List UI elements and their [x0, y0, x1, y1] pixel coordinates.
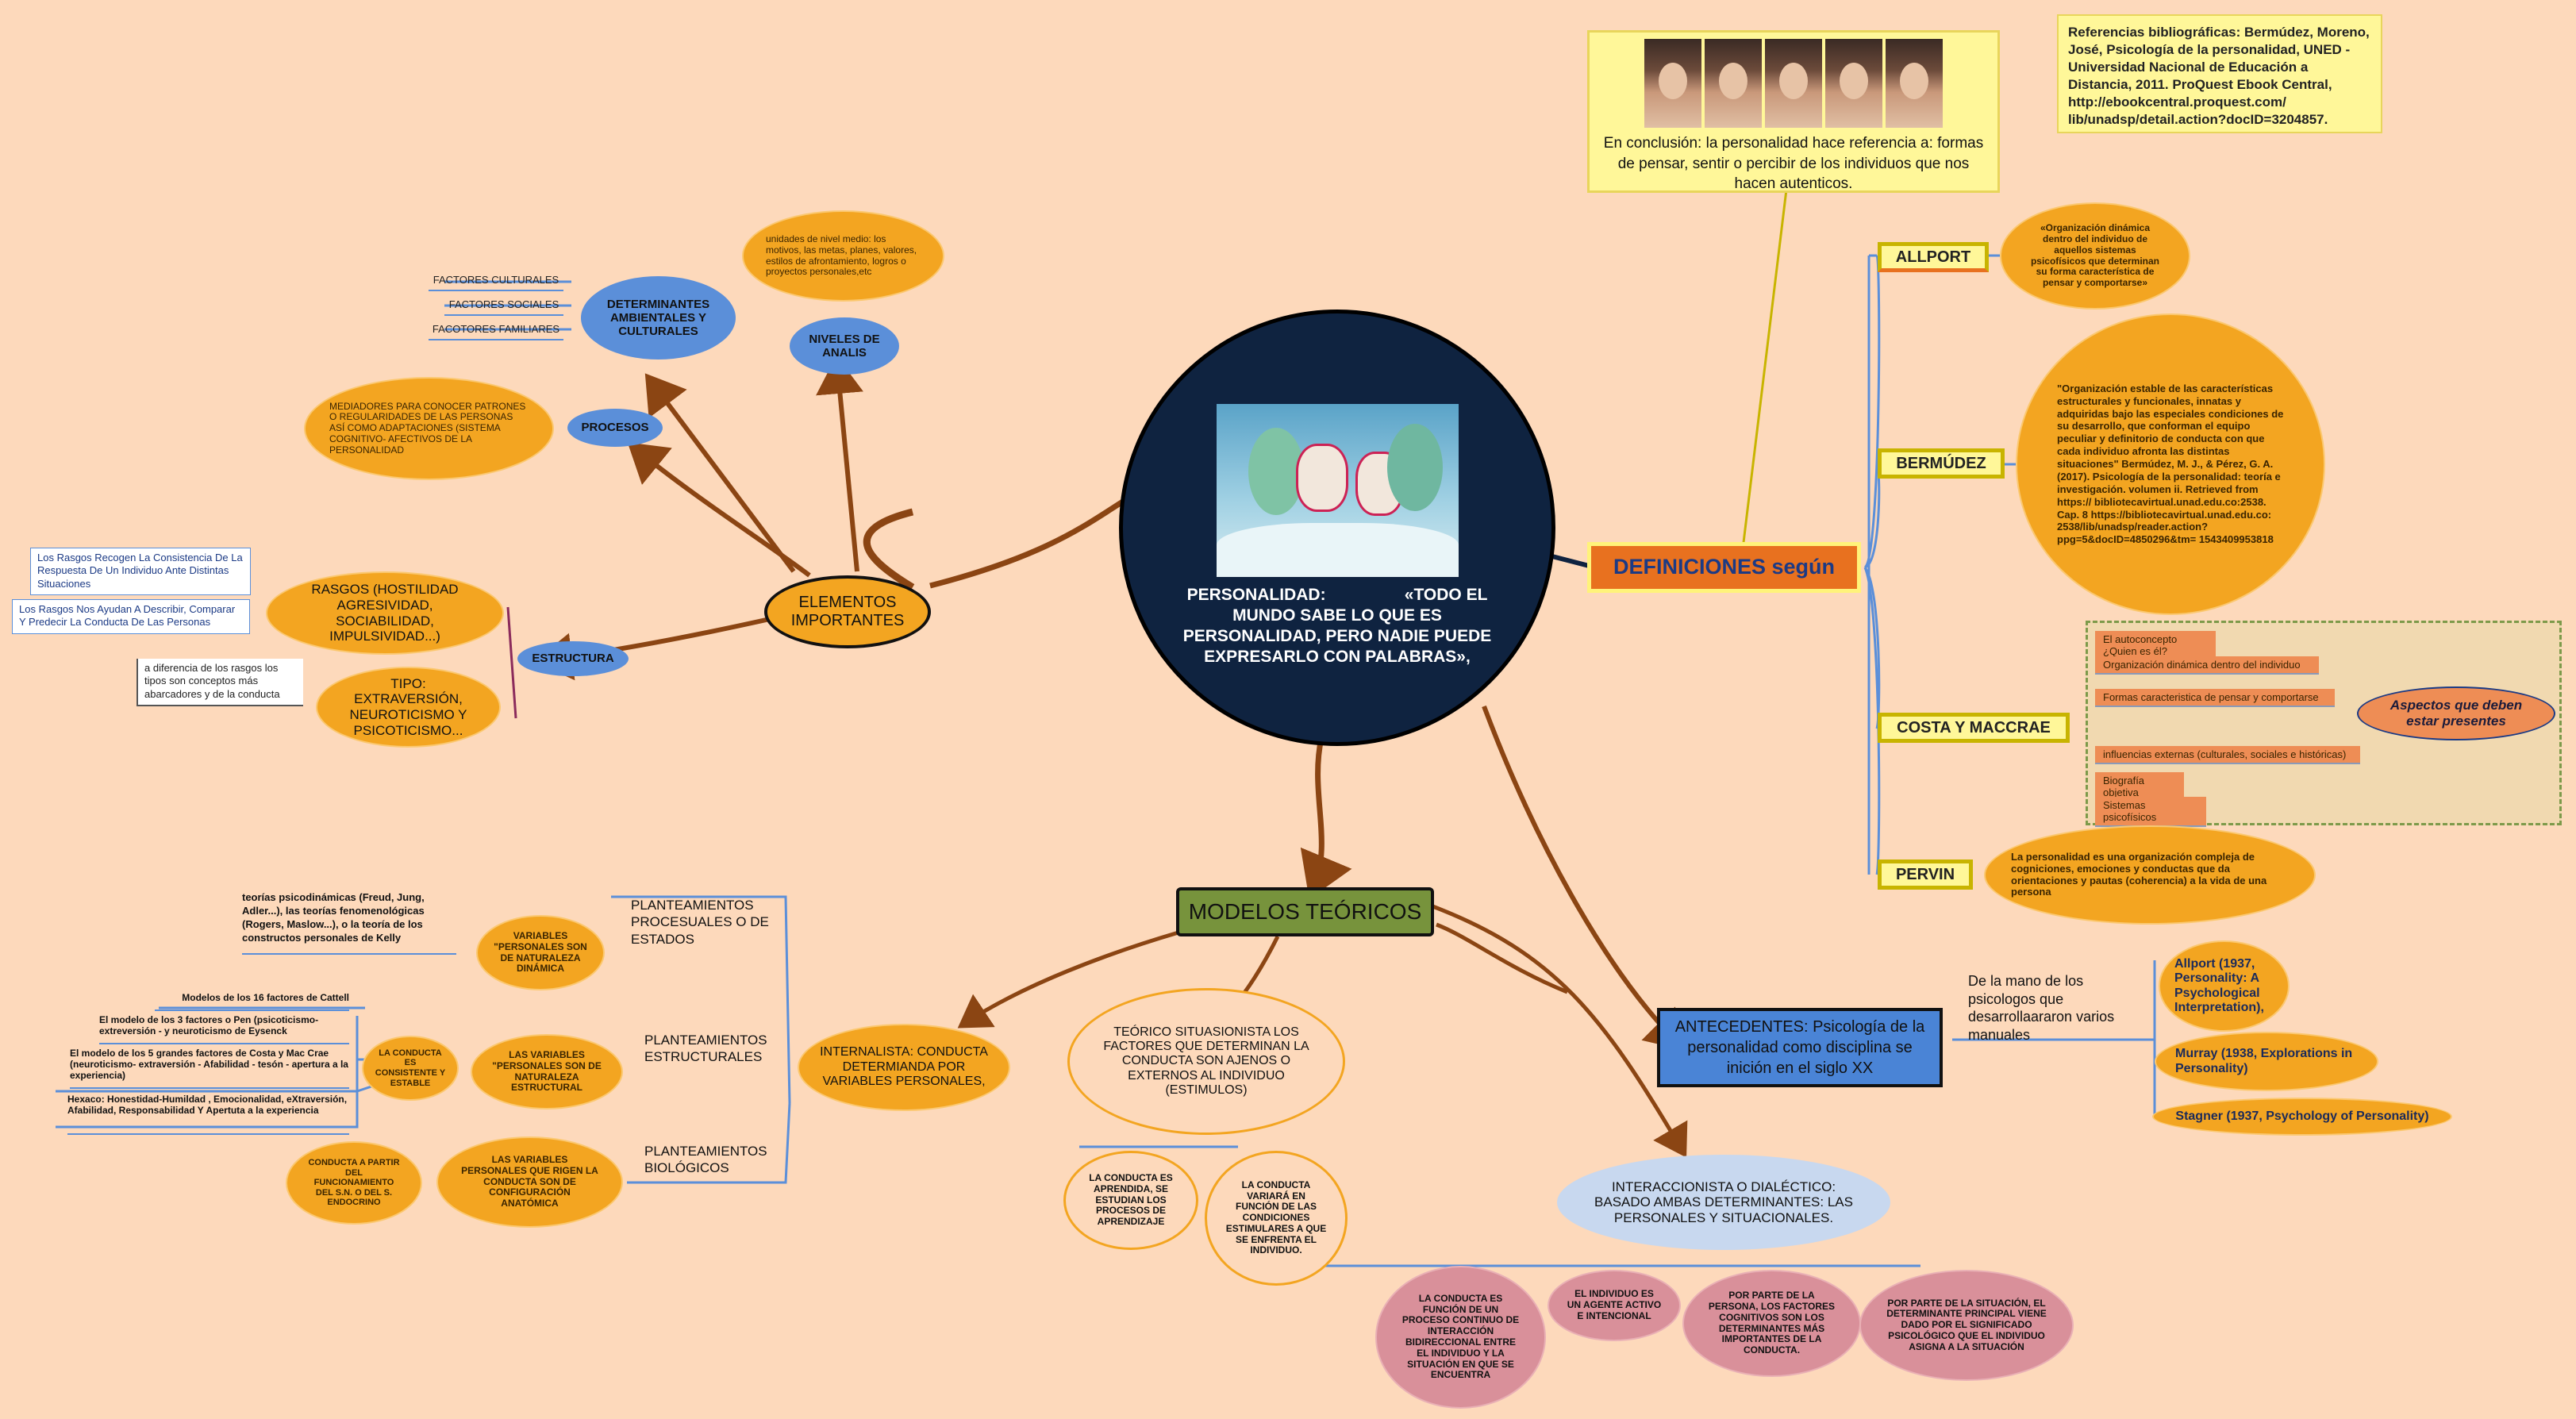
interaccionista-node[interactable]: INTERACCIONISTA O DIALÉCTICO: BASADO AMB…	[1557, 1155, 1890, 1250]
procesos-node[interactable]: PROCESOS	[567, 409, 663, 447]
antecedente-stagner[interactable]: Stagner (1937, Psychology of Personality…	[2152, 1098, 2452, 1136]
costa-label[interactable]: COSTA Y MACCRAE	[1878, 713, 2070, 743]
interaccionista-item-1[interactable]: LA CONDUCTA ES FUNCIÓN DE UN PROCESO CON…	[1375, 1266, 1546, 1409]
estructurales-variables[interactable]: LAS VARIABLES "PERSONALES SON DE NATURAL…	[471, 1034, 623, 1109]
conclusion-box[interactable]: En conclusión: la personalidad hace refe…	[1587, 30, 2000, 193]
interaccionista-item-3[interactable]: POR PARTE DE LA PERSONA, LOS FACTORES CO…	[1682, 1270, 1861, 1377]
estructura-node[interactable]: ESTRUCTURA	[517, 641, 629, 676]
tipo-note: a diferencia de los rasgos los tipos son…	[136, 659, 303, 706]
estructurales-label: PLANTEAMIENTOS ESTRUCTURALES	[644, 1033, 767, 1065]
conclusion-text: En conclusión: la personalidad hace refe…	[1603, 135, 1984, 193]
antecedentes-node[interactable]: ANTECEDENTES: Psicología de la personali…	[1657, 1008, 1943, 1087]
rasgos-node[interactable]: RASGOS (HOSTILIDAD AGRESIVIDAD, SOCIABIL…	[266, 571, 504, 655]
estructural-model-2: El modelo de los 3 factores o Pen (psico…	[99, 1014, 349, 1044]
allport-definition[interactable]: «Organización dinámica dentro del indivi…	[2000, 202, 2190, 310]
estructural-model-4: Hexaco: Honestidad-Humildad , Emocionali…	[67, 1094, 349, 1135]
niveles-node[interactable]: NIVELES DE ANALIS	[790, 317, 899, 375]
masks-image	[1216, 403, 1459, 577]
interaccionista-item-4[interactable]: POR PARTE DE LA SITUACIÓN, EL DETERMINAN…	[1859, 1270, 2074, 1381]
procesuales-variables[interactable]: VARIABLES "PERSONALES SON DE NATURALEZA …	[476, 915, 605, 990]
portraits-image	[1590, 39, 1997, 130]
references-box[interactable]: Referencias bibliográficas: Bermúdez, Mo…	[2057, 14, 2382, 133]
rasgos-note-1: Los Rasgos Recogen La Consistencia De La…	[30, 548, 251, 595]
tipo-node[interactable]: TIPO: EXTRAVERSIÓN, NEUROTICISMO Y PSICO…	[316, 667, 501, 748]
costa-aspects[interactable]: Aspectos que deben estar presentes	[2357, 686, 2555, 740]
biologicos-variables[interactable]: LAS VARIABLES PERSONALES QUE RIGEN LA CO…	[436, 1136, 623, 1228]
costa-item-2[interactable]: Organización dinámica dentro del individ…	[2095, 656, 2319, 675]
biologicos-label: PLANTEAMIENTOS BIOLÓGICOS	[644, 1144, 767, 1176]
antecedentes-intro: De la mano de los psicologos que desarro…	[1968, 973, 2115, 1043]
procesos-text[interactable]: MEDIADORES PARA CONOCER PATRONES O REGUL…	[304, 377, 554, 480]
factor-social: FACTORES SOCIALES	[444, 298, 563, 316]
determinantes-node[interactable]: DETERMINANTES AMBIENTALES Y CULTURALES	[581, 276, 736, 360]
rasgos-note-2: Los Rasgos Nos Ayudan A Describir, Compa…	[12, 599, 250, 634]
estructurales-consistent[interactable]: LA CONDUCTA ES CONSISTENTE Y ESTABLE	[362, 1036, 459, 1101]
costa-item-1[interactable]: El autoconcepto ¿Quien es él?	[2095, 631, 2216, 661]
costa-item-4[interactable]: influencias externas (culturales, social…	[2095, 746, 2360, 764]
niveles-text[interactable]: unidades de nivel medio: los motivos, la…	[742, 210, 944, 302]
internalista-node[interactable]: INTERNALISTA: CONDUCTA DETERMIANDA POR V…	[798, 1024, 1010, 1111]
bermudez-label[interactable]: BERMÚDEZ	[1878, 448, 2005, 479]
factor-cultural: FACTORES CULTURALES	[429, 274, 563, 291]
costa-item-6[interactable]: Sistemas psicofísicos	[2095, 797, 2206, 827]
antecedente-allport[interactable]: Allport (1937, Personality: A Psychologi…	[2159, 940, 2290, 1032]
estructural-model-3: El modelo de los 5 grandes factores de C…	[70, 1048, 349, 1089]
definiciones-node[interactable]: DEFINICIONES según	[1587, 542, 1861, 593]
modelos-node[interactable]: MODELOS TEÓRICOS	[1176, 887, 1434, 936]
pervin-definition[interactable]: La personalidad es una organización comp…	[1984, 825, 2316, 925]
antecedente-murray[interactable]: Murray (1938, Explorations in Personalit…	[2155, 1032, 2378, 1091]
elementos-node[interactable]: ELEMENTOS IMPORTANTES	[764, 575, 931, 648]
situacionista-node[interactable]: TEÓRICO SITUASIONISTA LOS FACTORES QUE D…	[1067, 988, 1345, 1135]
interaccionista-item-2[interactable]: EL INDIVIDUO ES UN AGENTE ACTIVO E INTEN…	[1548, 1270, 1681, 1341]
bermudez-definition[interactable]: "Organización estable de las característ…	[2016, 313, 2325, 615]
central-text: PERSONALIDAD: «TODO EL MUNDO SABE LO QUE…	[1182, 585, 1497, 667]
allport-label[interactable]: ALLPORT	[1878, 242, 1989, 272]
central-topic[interactable]: PERSONALIDAD: «TODO EL MUNDO SABE LO QUE…	[1119, 310, 1555, 746]
situacionista-left[interactable]: LA CONDUCTA ES APRENDIDA, SE ESTUDIAN LO…	[1063, 1151, 1198, 1250]
procesuales-label: PLANTEAMIENTOS PROCESUALES O DE ESTADOS	[631, 898, 769, 947]
biologicos-sn[interactable]: CONDUCTA A PARTIR DEL FUNCIONAMIENTO DEL…	[286, 1141, 422, 1225]
factor-familiar: FACOTORES FAMILIARES	[429, 323, 563, 340]
situacionista-right[interactable]: LA CONDUCTA VARIARÁ EN FUNCIÓN DE LAS CO…	[1205, 1151, 1348, 1286]
pervin-label[interactable]: PERVIN	[1878, 859, 1973, 890]
procesuales-theories: teorías psicodinámicas (Freud, Jung, Adl…	[242, 891, 456, 955]
estructural-model-1: Modelos de los 16 factores de Cattell	[155, 992, 349, 1011]
costa-item-3[interactable]: Formas caracteristica de pensar y compor…	[2095, 689, 2335, 707]
